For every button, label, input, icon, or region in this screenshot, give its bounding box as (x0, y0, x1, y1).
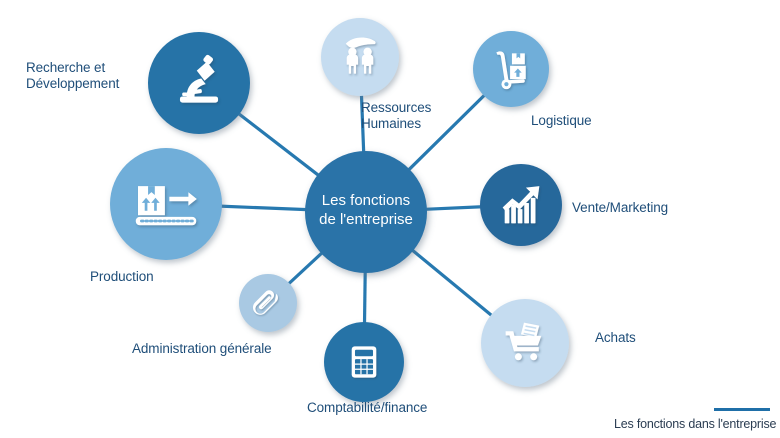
microscope-icon (179, 54, 219, 103)
label-comptabilite-finance: Comptabilité/finance (307, 400, 428, 415)
connector-vente-marketing (424, 205, 483, 211)
node-icons (135, 37, 542, 378)
label-achats: Achats (595, 330, 636, 345)
label-administration-generale: Administration générale (132, 341, 272, 356)
connector-comptabilite-finance (362, 270, 367, 325)
node-circle-ressources-humaines[interactable] (321, 18, 399, 96)
connector-ressources-humaines (359, 93, 366, 154)
label-recherche-developpement: Recherche et Développement (26, 60, 120, 91)
label-ressources-humaines: Ressources Humaines (361, 100, 432, 131)
growth-chart-icon (502, 186, 540, 224)
shopping-cart-icon (505, 322, 542, 361)
hub-circle (305, 151, 427, 273)
connector-recherche-developpement (236, 111, 321, 178)
connector-logistique (406, 93, 487, 172)
label-production: Production (90, 269, 154, 284)
connector-production (219, 204, 308, 212)
connector-administration-generale (286, 250, 324, 286)
label-vente-marketing: Vente/Marketing (572, 200, 669, 215)
hub-circle-shape[interactable] (305, 151, 427, 273)
connector-achats (410, 248, 494, 318)
node-circle-production[interactable] (110, 148, 222, 260)
paperclip-icon (252, 290, 278, 315)
hand-truck-icon (496, 51, 526, 90)
people-care-icon (345, 37, 376, 74)
conveyor-belt-icon (135, 186, 197, 226)
diagram-caption: Les fonctions dans l'entreprise (614, 417, 777, 431)
calculator-icon (351, 346, 377, 378)
connector-lines (219, 93, 494, 325)
caption-rule (714, 408, 770, 411)
label-logistique: Logistique (531, 113, 592, 128)
